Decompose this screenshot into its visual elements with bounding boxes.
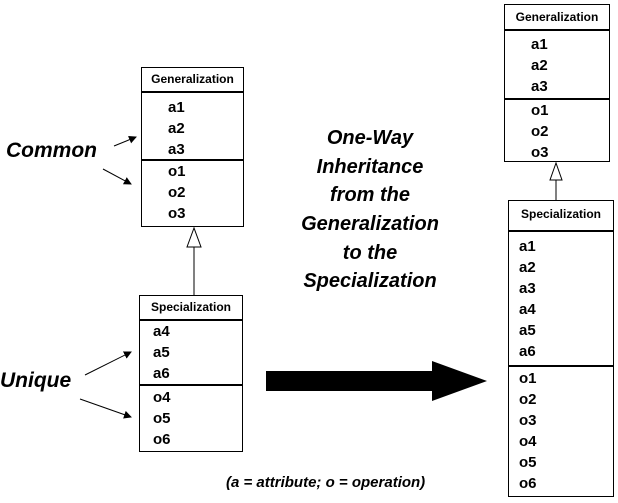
left-generalization-class: Generalization a1 a2 a3 o1 o2 o3 [141, 67, 244, 227]
left-inheritance-triangle [186, 226, 202, 248]
operation: o3 [531, 144, 549, 161]
attribute: a5 [153, 344, 170, 361]
attribute: a3 [168, 141, 185, 158]
common-label: Common [6, 139, 97, 162]
caption-line: One-Way [326, 127, 414, 149]
class-title: Generalization [142, 68, 243, 93]
operation: o1 [531, 102, 549, 119]
attribute: a2 [531, 57, 548, 74]
operation: o4 [153, 389, 171, 406]
big-direction-arrow [266, 361, 487, 401]
attribute: a5 [519, 322, 536, 339]
right-specialization-class: Specialization a1 a2 a3 a4 a5 a6 o1 o2 o… [508, 200, 614, 497]
unique-arrow-upper [84, 351, 132, 376]
operation: o1 [168, 163, 186, 180]
class-title: Specialization [509, 201, 613, 232]
common-arrow-lower [102, 168, 132, 185]
caption-line: to the [342, 241, 398, 264]
attribute: a4 [153, 323, 170, 340]
attribute: a1 [519, 238, 536, 255]
operation: o2 [519, 391, 537, 408]
operation: o3 [519, 412, 537, 429]
operation: o4 [519, 433, 537, 450]
attribute: a1 [531, 36, 548, 53]
caption-line: Generalization [301, 213, 439, 236]
operations-section: o1 o2 o3 [142, 161, 243, 224]
caption-line: Inheritance [316, 155, 424, 178]
operation: o6 [519, 475, 537, 492]
attribute: a3 [531, 78, 548, 95]
caption-line: Specialization [303, 270, 437, 293]
left-specialization-class: Specialization a4 a5 a6 o4 o5 o6 [139, 295, 243, 452]
operations-section: o4 o5 o6 [140, 386, 242, 450]
operation: o5 [519, 454, 537, 471]
attributes-section: a1 a2 a3 [142, 93, 243, 161]
operation: o5 [153, 410, 171, 427]
right-inheritance-triangle [549, 161, 563, 181]
attribute: a4 [519, 301, 536, 318]
operations-section: o1 o2 o3 o4 o5 o6 [509, 367, 613, 494]
attributes-section: a4 a5 a6 [140, 321, 242, 386]
legend-note: (a = attribute; o = operation) [226, 474, 426, 491]
right-generalization-class: Generalization a1 a2 a3 o1 o2 o3 [504, 4, 610, 162]
attribute: a2 [168, 120, 185, 137]
operation: o2 [531, 123, 549, 140]
common-arrow-upper [113, 135, 137, 147]
attribute: a6 [153, 365, 170, 382]
operations-section: o1 o2 o3 [505, 100, 609, 163]
attributes-section: a1 a2 a3 a4 a5 a6 [509, 232, 613, 367]
class-title: Specialization [140, 296, 242, 321]
operation: o3 [168, 205, 186, 222]
attribute: a6 [519, 343, 536, 360]
unique-label: Unique [0, 369, 72, 392]
operation: o6 [153, 431, 171, 448]
inheritance-caption: One-Way Inheritance from the Generalizat… [270, 124, 470, 296]
attribute: a3 [519, 280, 536, 297]
class-title: Generalization [505, 5, 609, 31]
operation: o2 [168, 184, 186, 201]
operation: o1 [519, 370, 537, 387]
attributes-section: a1 a2 a3 [505, 31, 609, 100]
unique-arrow-lower [79, 398, 132, 419]
attribute: a2 [519, 259, 536, 276]
caption-line: from the [330, 184, 410, 207]
attribute: a1 [168, 99, 185, 116]
